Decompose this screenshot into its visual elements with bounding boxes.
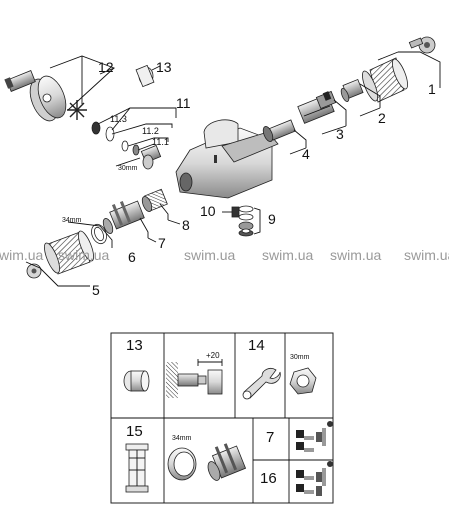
cell-7-screws-image [296, 421, 333, 452]
part-8-spindle [141, 188, 168, 212]
table-header-16: 16 [260, 470, 277, 487]
part-3-thermo-cartridge [297, 90, 337, 124]
retaining-clip [67, 100, 87, 120]
accessory-table: 13 14 15 7 16 +20 30mm 34mm [110, 332, 334, 504]
callout-5: 5 [92, 282, 100, 298]
cell-nut-image [289, 367, 317, 395]
cell-ring-image [167, 447, 197, 481]
callout-10: 10 [200, 203, 216, 219]
part-11-diverter-set [91, 121, 162, 170]
dim-30mm-table: 30mm [290, 354, 310, 361]
watermark-row: swim.ua swim.ua swim.ua swim.ua swim.ua … [0, 247, 449, 263]
callout-4: 4 [302, 146, 310, 162]
callout-6: 6 [128, 249, 136, 265]
watermark: swim.ua [330, 247, 382, 263]
callout-2: 2 [378, 110, 386, 126]
leader-lines [25, 51, 441, 287]
callout-11-3: 11.3 [110, 114, 127, 124]
callout-3: 3 [336, 126, 344, 142]
callout-8: 8 [182, 217, 190, 233]
watermark: swim.ua [404, 247, 449, 263]
part-13-cap [135, 64, 155, 88]
mixer-body [175, 119, 279, 199]
table-header-14: 14 [248, 337, 265, 354]
part-1-thermostat-handle [362, 36, 436, 103]
part-7-cartridge [102, 200, 145, 234]
dim-30mm: 30mm [118, 165, 138, 172]
part-12-handle [4, 70, 67, 122]
callout-12: 12 [98, 59, 114, 75]
table-header-7: 7 [266, 429, 274, 446]
callout-13: 13 [156, 59, 172, 75]
part-2-adapter [340, 78, 364, 102]
watermark: swim.ua [0, 247, 44, 263]
watermark: swim.ua [184, 247, 236, 263]
cell-extension-image [166, 359, 223, 398]
callout-9: 9 [268, 211, 276, 227]
callout-labels: 1 2 3 4 12 13 11 11.3 11.2 11.1 30mm 10 … [62, 59, 436, 298]
table-header-15: 15 [126, 423, 143, 440]
cell-cartridge-image [207, 443, 247, 481]
callout-11-1: 11.1 [152, 137, 169, 147]
table-header-13: 13 [126, 337, 143, 354]
watermark: swim.ua [58, 247, 110, 263]
callout-11-2: 11.2 [142, 126, 159, 136]
watermark: swim.ua [262, 247, 314, 263]
part-5-temperature-handle [26, 230, 94, 279]
cell-14-wrench-image [242, 368, 281, 400]
cell-16-screws-image [296, 461, 333, 496]
callout-11: 11 [176, 95, 191, 111]
dim-plus-20: +20 [206, 351, 220, 360]
part-4-check-valve [262, 119, 296, 142]
part-9-10-fixings [231, 205, 254, 237]
dim-34mm: 34mm [62, 217, 82, 224]
dim-34mm-table: 34mm [172, 435, 192, 442]
callout-7: 7 [158, 235, 166, 251]
cell-13-cap-image [123, 370, 150, 392]
cell-15-insert-image [125, 443, 149, 493]
callout-1: 1 [428, 81, 436, 97]
